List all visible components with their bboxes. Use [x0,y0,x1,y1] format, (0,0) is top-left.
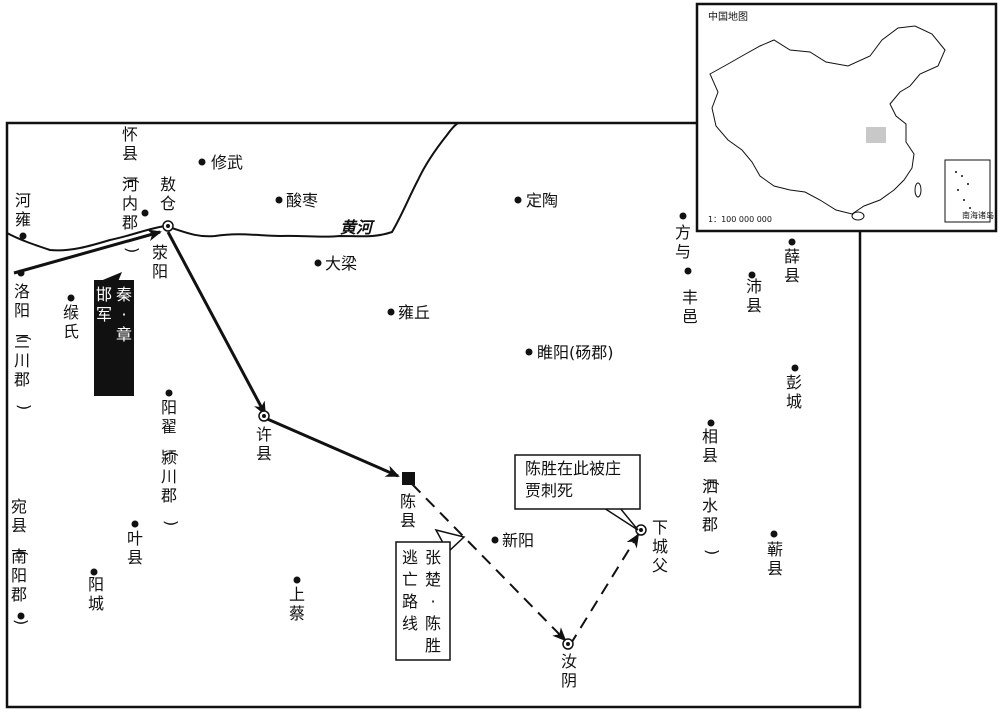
city-marker-xuexian [788,238,796,246]
death-note-box [514,454,641,510]
city-marker-aocang-dot [166,224,170,228]
label-shangcai: 上蔡 [289,585,305,623]
label-xuxian: 许县 [256,425,272,463]
city-marker-peixian [748,271,756,279]
city-marker-xiuwu [198,158,206,166]
city-marker-wanxian [17,612,25,620]
inset-map: 中国地图 南海诸岛 1：100 000 000 [695,2,998,233]
city-marker-daliang [314,259,322,267]
inset-scale: 1：100 000 000 [708,215,772,224]
south-sea-box [944,159,991,223]
city-marker-yangzhai [165,389,173,397]
label-xiangxian: 相县(泗水郡) [702,427,722,555]
city-marker-fengyi [684,267,692,275]
city-marker-ruyin-dot [566,642,570,646]
label-huaixian: 怀县(河内郡) [122,125,142,253]
label-wanxian: 宛县(南阳郡) [11,497,31,625]
label-ruyin: 汝阴 [561,652,577,690]
city-marker-shangcai [293,576,301,584]
city-marker-huaixian [141,209,149,217]
label-xinyang: 新阳 [502,531,534,550]
label-hewei: 河雍 [15,191,31,229]
region-highlight [866,127,886,143]
city-marker-xinyang [491,536,499,544]
label-qixian: 蕲县 [767,540,783,578]
city-marker-xiachengfu-dot [639,528,643,532]
city-marker-chenxian [402,472,415,485]
label-dingtao: 定陶 [526,191,558,210]
label-xiachengfu: 下城父 [652,518,668,575]
label-yangzhai: 阳翟(颍川郡) [161,398,181,526]
label-xingyang: 荥阳 [152,243,168,281]
inset-title: 中国地图 [708,10,748,23]
south-sea-island [955,171,957,173]
yellow-river [6,122,459,252]
death-note-label: 陈胜在此被庄贾刺死 [525,459,621,500]
city-marker-yangcheng [90,568,98,576]
label-yongqiu: 雍丘 [398,303,430,322]
city-marker-luoyang [17,269,25,277]
map-frame [5,121,862,709]
city-marker-hewei [19,232,27,240]
city-marker-dingtao [514,196,522,204]
south-sea-island [963,199,965,201]
south-sea-island [961,175,963,177]
south-sea-island [957,189,959,191]
escape-callout-label: 张楚·陈胜逃亡路线 [402,548,441,655]
escape-callout-pointer [434,528,466,554]
escape-callout-box [395,541,451,661]
city-marker-fangyu [679,212,687,220]
china-outline [709,25,946,215]
city-marker-qixian [770,530,778,538]
label-daliang: 大梁 [325,254,357,273]
label-fengyi: 丰邑 [682,288,698,326]
death-note-pointer [601,507,639,531]
label-chenxian: 陈县 [400,492,416,530]
city-marker-xuxian-dot [262,414,266,418]
river-label: 黄河 [340,218,375,237]
escape-route-1 [411,483,567,642]
label-fangyu: 方与 [675,223,691,261]
label-aocang: 敖仓 [160,175,176,213]
qin-army-box [94,280,134,396]
label-pengcheng: 彭城 [786,373,802,411]
qin-army-label: 秦·章邯军 [96,285,132,344]
label-suiyang: 睢阳(砀郡) [537,343,614,362]
escape-route-2 [569,533,640,646]
city-marker-goushi [67,294,75,302]
hainan-island [851,211,865,221]
south-sea-island [969,207,971,209]
south-sea-island [967,183,969,185]
city-marker-yongqiu [387,308,395,316]
qin-army-route-2 [166,231,267,416]
city-marker-suiyang [525,348,533,356]
qin-army-route-1 [13,229,162,275]
city-marker-pengcheng [791,364,799,372]
taiwan-island [914,182,922,198]
label-xuexian: 薛县 [784,247,800,285]
label-xiuwu: 修武 [211,153,243,172]
south-sea-label: 南海诸岛 [962,210,994,220]
label-suanzao: 酸枣 [286,191,318,210]
label-luoyang: 洛阳(三川郡) [14,282,34,410]
label-yexian: 叶县 [127,529,143,567]
city-marker-xiangxian [707,419,715,427]
label-goushi: 缑氏 [63,303,79,341]
city-marker-yexian [131,520,139,528]
qin-army-route-3 [264,416,400,478]
label-yangcheng: 阳城 [88,575,104,613]
city-marker-suanzao [275,196,283,204]
label-peixian: 沛县 [746,277,762,315]
